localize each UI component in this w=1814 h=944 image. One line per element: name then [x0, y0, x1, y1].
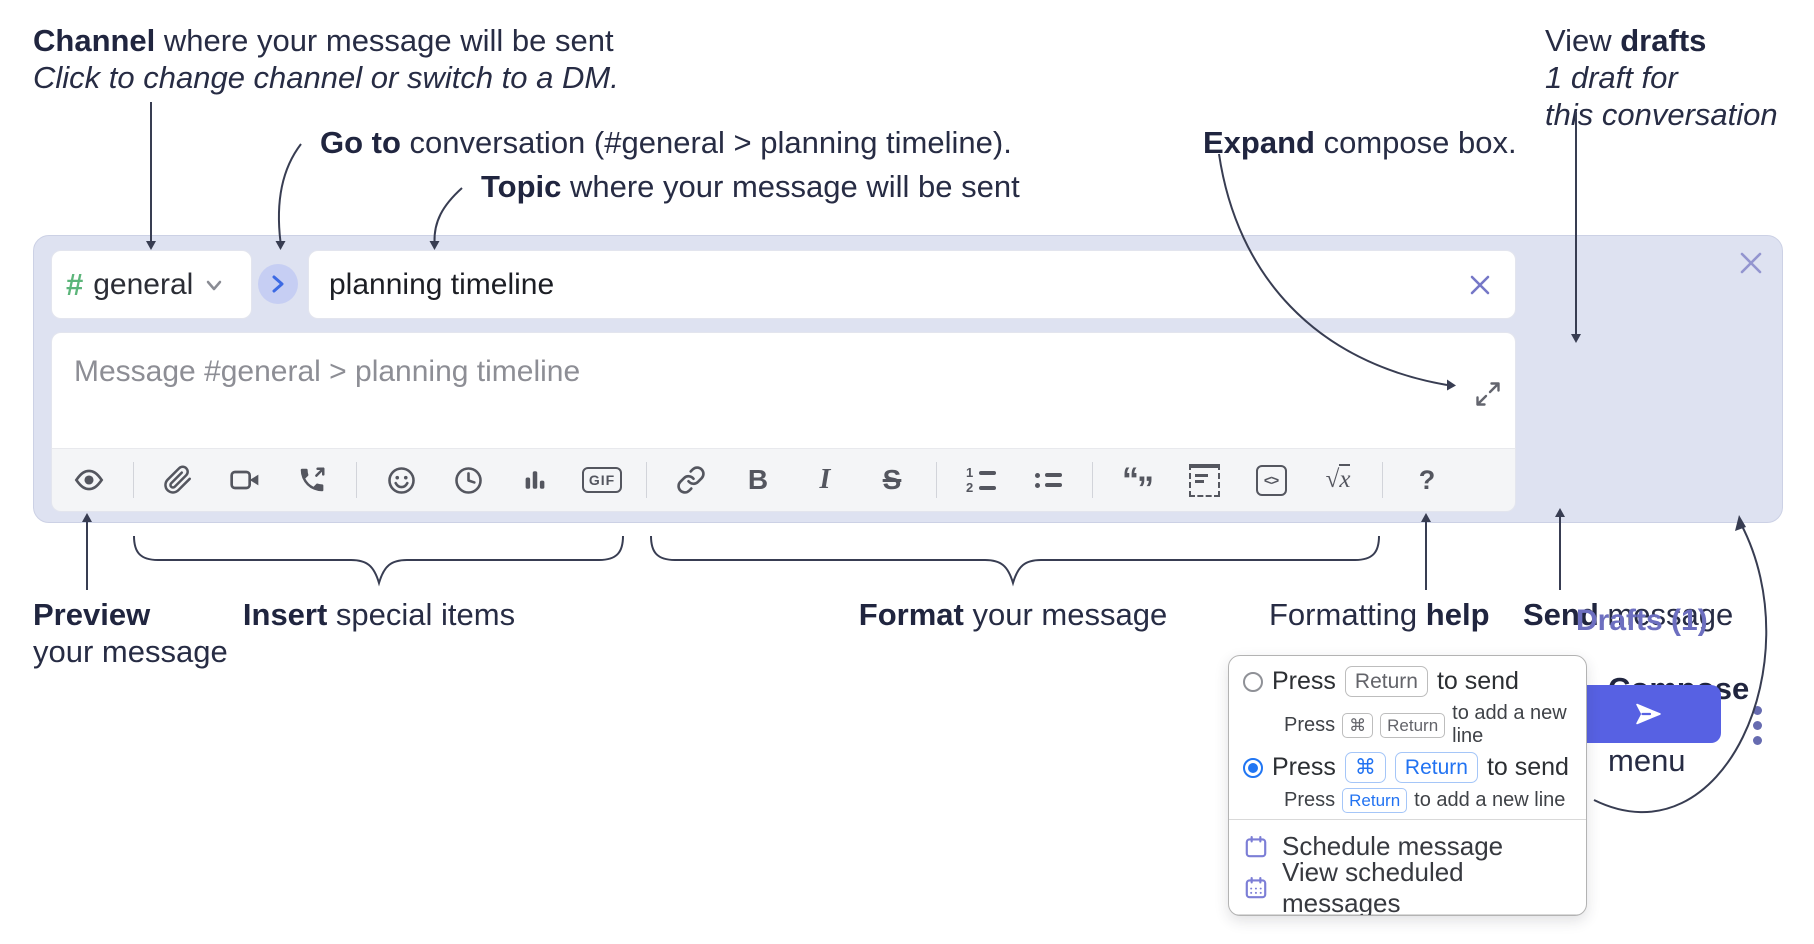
cmd-keycap: ⌘	[1344, 752, 1386, 783]
goto-annotation: Go to conversation (#general > planning …	[320, 125, 1012, 160]
goto-conversation-button[interactable]	[258, 264, 298, 304]
toolbar-separator	[1092, 462, 1093, 498]
paperclip-icon	[164, 465, 191, 494]
code-button[interactable]: <>	[1248, 458, 1294, 502]
option-return-to-send[interactable]: Press Return to send	[1243, 666, 1572, 697]
emoji-button[interactable]	[378, 458, 424, 502]
send-button[interactable]	[1574, 685, 1721, 743]
record-audio-button[interactable]	[289, 458, 335, 502]
strikethrough-button[interactable]: S	[869, 458, 915, 502]
strikethrough-icon: S	[882, 464, 902, 495]
return-keycap: Return	[1394, 752, 1478, 783]
chevron-right-icon	[272, 275, 284, 293]
close-icon	[1740, 252, 1762, 274]
kebab-icon	[1752, 705, 1762, 715]
preview-button[interactable]	[66, 458, 112, 502]
ordered-list-icon: 1 2	[966, 466, 996, 494]
return-keycap: Return	[1342, 788, 1408, 813]
toolbar-separator	[646, 462, 647, 498]
math-sqrt-icon: √x	[1325, 464, 1351, 493]
compose-box: # general	[33, 235, 1783, 745]
code-icon: <>	[1255, 464, 1287, 496]
poll-button[interactable]	[512, 458, 558, 502]
message-field	[51, 332, 1516, 448]
toolbar-separator	[1382, 462, 1383, 498]
chevron-down-icon	[207, 280, 222, 290]
calendar-icon	[1243, 834, 1269, 860]
math-button[interactable]: √x	[1315, 458, 1361, 502]
expand-annotation: Expand compose box.	[1203, 125, 1517, 160]
gif-button[interactable]: GIF	[579, 458, 625, 502]
message-input[interactable]	[52, 333, 1515, 448]
expand-icon	[1476, 382, 1500, 406]
blockquote-button[interactable]: “”	[1114, 458, 1160, 508]
channel-name: general	[93, 267, 194, 301]
topic-annotation: Topic where your message will be sent	[481, 169, 1020, 204]
channel-hash-icon: #	[66, 266, 84, 302]
recent-files-button[interactable]	[445, 458, 491, 502]
smiley-icon	[387, 466, 415, 494]
schedule-message-item[interactable]: Schedule message	[1243, 826, 1572, 867]
quote-icon: “”	[1122, 461, 1154, 508]
clock-icon	[454, 466, 482, 494]
bold-button[interactable]: B	[735, 458, 781, 502]
calendar-grid-icon	[1243, 875, 1269, 901]
toolbar-separator	[936, 462, 937, 498]
option-cmd-return-to-send[interactable]: Press ⌘ Return to send	[1243, 752, 1572, 783]
option-cmd-return-subtext: Press Return to add a new line	[1284, 788, 1566, 813]
return-keycap: Return	[1380, 712, 1446, 738]
video-camera-icon	[230, 470, 259, 490]
close-icon	[1470, 275, 1490, 294]
send-icon	[1635, 703, 1661, 725]
composer-close-button[interactable]	[1736, 248, 1766, 278]
code-block-button[interactable]	[1181, 458, 1227, 502]
record-video-button[interactable]	[222, 458, 268, 502]
bold-icon: B	[747, 464, 769, 495]
eye-icon	[74, 469, 104, 491]
link-button[interactable]	[668, 458, 714, 502]
bar-chart-icon	[525, 471, 545, 489]
channel-annotation: Channel where your message will be sent …	[33, 23, 619, 95]
topic-field	[308, 250, 1516, 319]
radio-unselected-icon[interactable]	[1243, 671, 1263, 692]
option-return-subtext: Press ⌘ Return to add a new line	[1284, 702, 1567, 747]
radio-selected-icon[interactable]	[1243, 757, 1263, 778]
link-icon	[677, 466, 705, 494]
channel-selector[interactable]: # general	[51, 250, 252, 319]
code-block-icon	[1188, 463, 1220, 497]
question-mark-icon: ?	[1418, 464, 1436, 495]
view-drafts-annotation: View drafts 1 draft for this conversatio…	[1545, 23, 1778, 132]
format-annotation: Format your message	[858, 597, 1168, 632]
compose-options-menu: Press Return to send Press ⌘ Return to a…	[1228, 655, 1587, 916]
gif-icon: GIF	[581, 467, 623, 493]
topic-input[interactable]	[327, 266, 1463, 303]
insert-annotation: Insert special items	[242, 597, 516, 632]
preview-annotation: Preview your message	[33, 597, 228, 669]
cmd-keycap: ⌘	[1342, 712, 1374, 738]
toolbar-separator	[356, 462, 357, 498]
italic-button[interactable]: I	[802, 458, 848, 502]
compose-options-button[interactable]	[1746, 697, 1768, 753]
italic-icon: I	[819, 464, 831, 495]
view-scheduled-messages-item[interactable]: View scheduled messages	[1243, 857, 1572, 915]
composer-toolbar: GIF B I S	[51, 448, 1516, 512]
drafts-link[interactable]: Drafts (1)	[1576, 604, 1708, 637]
formatting-help-annotation: Formatting help	[1269, 597, 1490, 632]
expand-compose-button[interactable]	[1471, 377, 1505, 411]
formatting-help-button[interactable]: ?	[1404, 458, 1450, 502]
bulleted-list-button[interactable]	[1025, 458, 1071, 502]
attach-file-button[interactable]	[155, 458, 201, 502]
phone-call-icon	[300, 467, 325, 492]
topic-clear-button[interactable]	[1463, 268, 1497, 302]
bulleted-list-icon	[1034, 472, 1062, 488]
ordered-list-button[interactable]: 1 2	[958, 458, 1004, 502]
return-keycap: Return	[1344, 666, 1428, 697]
toolbar-separator	[133, 462, 134, 498]
